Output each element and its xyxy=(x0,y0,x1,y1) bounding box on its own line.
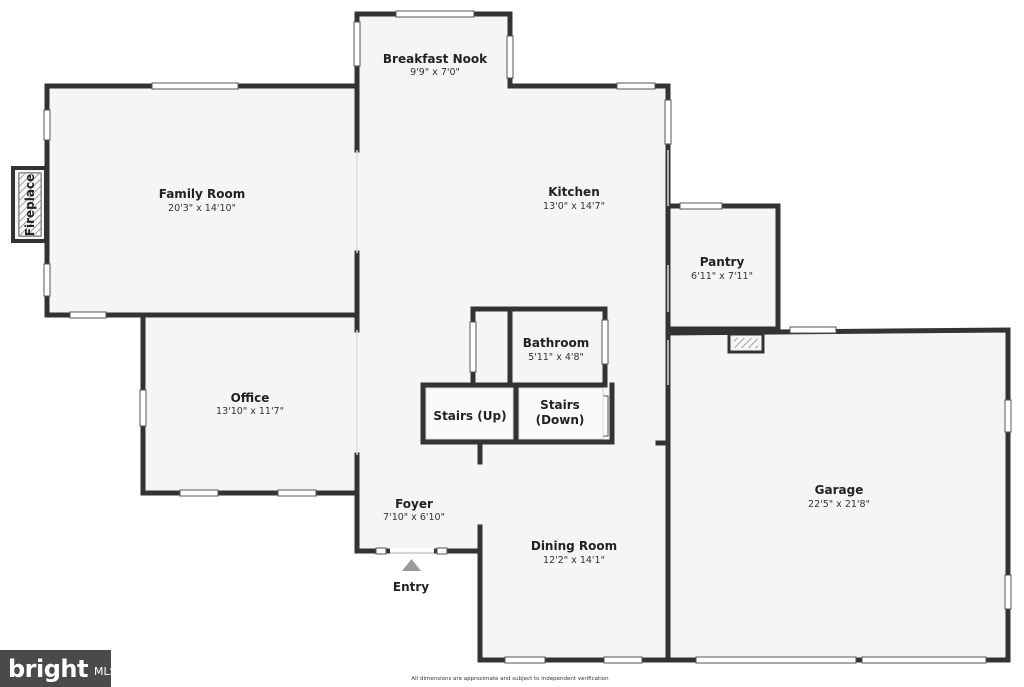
floor-area xyxy=(47,14,1008,660)
breakfast-nook-name: Breakfast Nook xyxy=(383,52,488,66)
fireplace xyxy=(11,166,48,243)
garage-name: Garage xyxy=(815,483,864,497)
kitchen-name: Kitchen xyxy=(548,185,600,199)
fireplace-label: Fireplace xyxy=(23,174,37,236)
bathroom-name: Bathroom xyxy=(523,336,589,350)
office-dim: 13'10" x 11'7" xyxy=(216,406,284,417)
dining-room-name: Dining Room xyxy=(531,539,617,553)
dining-room-dim: 12'2" x 14'1" xyxy=(543,555,605,566)
windows xyxy=(43,10,1012,664)
logo-suffix: MLS xyxy=(93,665,117,678)
openings xyxy=(356,150,669,455)
disclaimer-text: All dimensions are approximate and subje… xyxy=(411,676,609,682)
family-room-name: Family Room xyxy=(159,187,246,201)
stairs-down-name-line1: Stairs xyxy=(540,398,580,412)
entry-arrow-icon xyxy=(402,559,421,571)
bathroom-dim: 5'11" x 4'8" xyxy=(528,352,584,363)
stairs-down-name-line2: (Down) xyxy=(536,413,585,427)
entry-label: Entry xyxy=(393,580,429,594)
foyer-dim: 7'10" x 6'10" xyxy=(383,512,445,523)
garage-dim: 22'5" x 21'8" xyxy=(808,499,870,510)
pantry-name: Pantry xyxy=(700,255,745,269)
office-name: Office xyxy=(231,391,270,405)
foyer-name: Foyer xyxy=(395,497,433,511)
stairs-up-name: Stairs (Up) xyxy=(433,409,506,423)
bright-mls-logo: bright MLS xyxy=(0,650,117,687)
stair-treads xyxy=(425,387,604,440)
family-room-dim: 20'3" x 14'10" xyxy=(168,203,236,214)
breakfast-nook-dim: 9'9" x 7'0" xyxy=(410,67,460,78)
kitchen-dim: 13'0" x 14'7" xyxy=(543,201,605,212)
pantry-dim: 6'11" x 7'11" xyxy=(691,271,753,282)
garage-chimney xyxy=(727,332,765,354)
logo-word: bright xyxy=(8,654,88,683)
